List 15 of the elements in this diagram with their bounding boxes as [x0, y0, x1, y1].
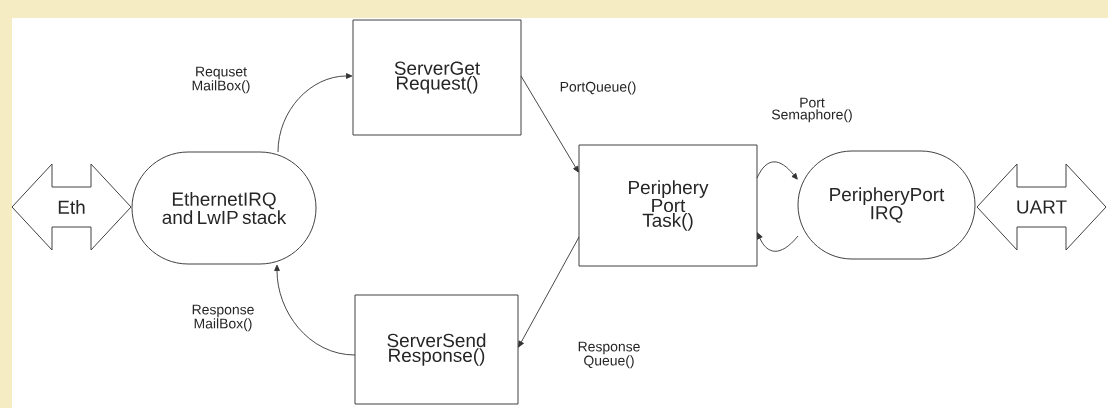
arrow	[277, 73, 353, 153]
rounded-box: EthernetIRQ and LwIP stack	[131, 151, 317, 265]
arrow	[520, 75, 579, 173]
process-box: ServerGet Request()	[352, 19, 522, 136]
arrow	[518, 236, 580, 348]
arrow	[757, 232, 799, 252]
process-box: Periphery Port Task()	[578, 144, 758, 267]
rounded-box: PeripheryPort IRQ	[797, 150, 976, 260]
edge-label: Requset MailBox()	[182, 65, 260, 95]
edge-label: Response Queue()	[570, 340, 648, 370]
arrow	[274, 264, 356, 356]
edge-label: Response MailBox()	[184, 303, 262, 333]
arrow	[756, 161, 798, 180]
process-box: ServerSend Response()	[354, 294, 519, 405]
edge-label: Port Semaphore()	[766, 96, 858, 124]
